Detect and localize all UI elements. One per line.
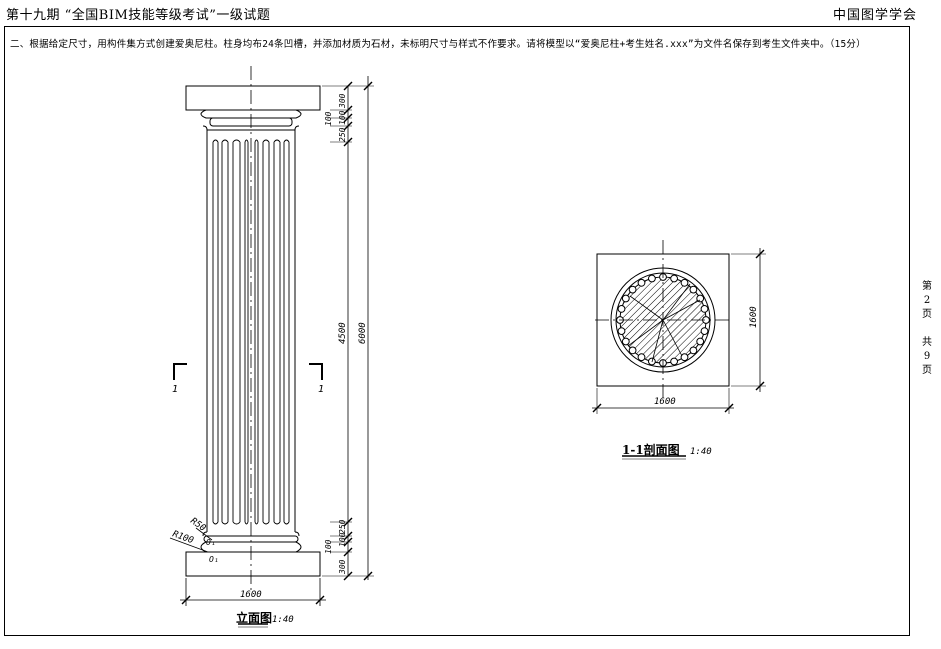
section-flutes xyxy=(616,273,710,367)
top-dim-1: 300 xyxy=(338,93,347,109)
top-dim-3: 100 xyxy=(324,111,333,126)
page-total: 9 xyxy=(923,351,931,362)
section-view xyxy=(592,240,766,460)
section-mark-right-label: 1 xyxy=(318,384,324,395)
section-mark-right xyxy=(309,363,323,380)
top-dim-2: 100 xyxy=(338,110,347,125)
exam-title: 第十九期 “全国BIM技能等级考试”一级试题 xyxy=(6,8,271,23)
top-fillet-right xyxy=(294,125,300,131)
section-mark-left-label: 1 xyxy=(172,384,178,395)
plinth-block xyxy=(185,551,321,577)
organization-name: 中国图学学会 xyxy=(832,8,917,23)
page-indicator: 第 2 页 共 9 页 xyxy=(920,280,934,378)
bottom-dim-1: 250 xyxy=(338,519,347,534)
bottom-dim-3: 100 xyxy=(324,539,333,554)
page-ye: 页 xyxy=(922,309,932,320)
radius-r50-label: R50 xyxy=(188,516,207,534)
shaft-height-dim: 4500 xyxy=(338,322,348,344)
abacus-block xyxy=(185,85,321,111)
question-text: 二、根据给定尺寸，用构件集方式创建爱奥尼柱。柱身均布24条凹槽，并添加材质为石材… xyxy=(10,39,866,50)
elevation-view xyxy=(169,66,374,628)
bottom-dim-2: 100 xyxy=(338,532,347,547)
capital-molding xyxy=(200,109,302,119)
center-o1-lower: O₁ xyxy=(209,555,219,564)
radius-r100-label: R100 xyxy=(171,529,195,546)
page-gong: 共 xyxy=(922,337,932,348)
bottom-fillet-right xyxy=(294,531,300,537)
bottom-dim-4: 300 xyxy=(338,559,347,575)
top-fillet-left xyxy=(202,125,208,131)
radius-leader-r50 xyxy=(195,527,213,541)
top-dim-4: 250 xyxy=(338,127,347,142)
drawing-frame xyxy=(4,26,910,636)
center-o1-upper: O₁ xyxy=(206,538,216,547)
section-texts: 1600 1600 1-1剖面图 1:40 xyxy=(622,306,759,457)
section-scale: 1:40 xyxy=(690,447,712,457)
page-number: 2 xyxy=(923,295,931,306)
section-mark-left xyxy=(173,363,187,380)
elevation-texts: 立面图 1:40 1 1 1600 4500 6000 300 100 100 … xyxy=(171,93,368,625)
radius-leader-r100 xyxy=(169,537,209,553)
page-di: 第 xyxy=(922,281,932,292)
bottom-fillet-left xyxy=(202,531,208,537)
section-height-dim: 1600 xyxy=(749,306,759,328)
elevation-title: 立面图 xyxy=(236,610,272,625)
elevation-width-dim: 1600 xyxy=(240,590,262,600)
flutes xyxy=(212,139,290,525)
elevation-scale: 1:40 xyxy=(272,615,294,625)
section-width-dim: 1600 xyxy=(654,397,676,407)
section-title: 1-1剖面图 xyxy=(622,442,680,457)
total-height-dim: 6000 xyxy=(358,322,368,344)
page-ye-total: 页 xyxy=(922,365,932,376)
